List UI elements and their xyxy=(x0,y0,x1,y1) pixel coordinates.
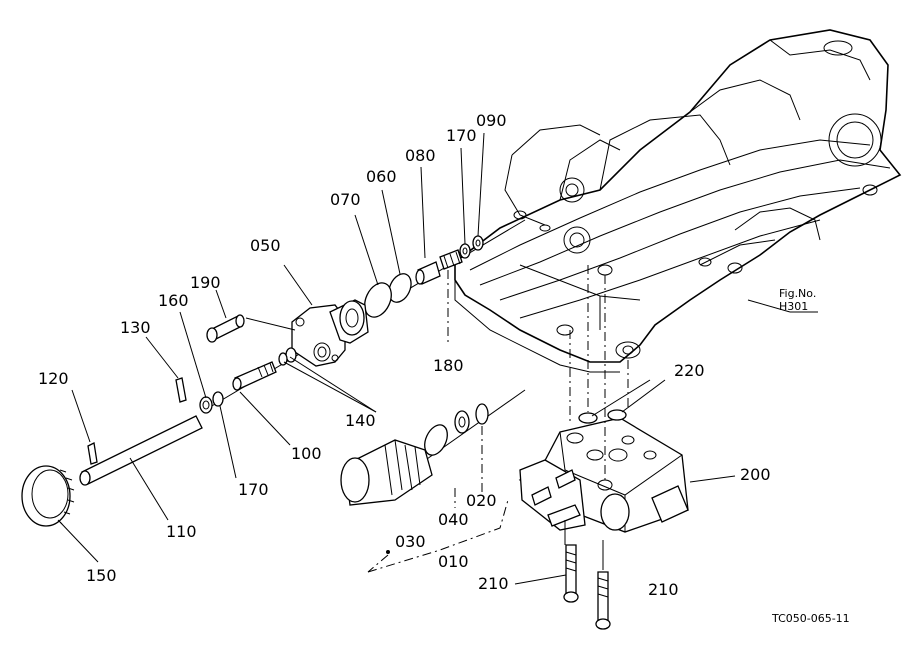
knob-150 xyxy=(21,465,75,527)
label-020: 020 xyxy=(466,491,497,510)
label-100: 100 xyxy=(291,444,322,463)
label-160: 160 xyxy=(158,291,189,310)
valve-spool-100 xyxy=(232,361,277,391)
label-210-b: 210 xyxy=(648,580,679,599)
washer-170-upper xyxy=(459,243,471,259)
cartridge-valve xyxy=(340,439,433,506)
backup-ring-020 xyxy=(475,403,489,425)
fig-ref-line1: Fig.No. xyxy=(779,287,816,300)
label-110: 110 xyxy=(166,522,197,541)
washer-090 xyxy=(472,235,484,251)
figure-reference: Fig.No. H301 xyxy=(779,287,816,313)
group-010-outline xyxy=(367,499,509,573)
plunger-080 xyxy=(415,261,441,285)
o-ring-060 xyxy=(388,273,412,303)
o-ring-030 xyxy=(424,424,448,456)
spring-180 xyxy=(439,249,463,270)
o-ring-070 xyxy=(364,282,392,318)
label-010: 010 xyxy=(438,552,469,571)
label-050: 050 xyxy=(250,236,281,255)
label-140: 140 xyxy=(345,411,376,430)
fig-ref-line2: H301 xyxy=(779,300,808,313)
seal-040 xyxy=(454,410,470,434)
o-ring-220-b xyxy=(607,409,627,421)
label-060: 060 xyxy=(366,167,397,186)
label-180: 180 xyxy=(433,356,464,375)
label-070: 070 xyxy=(330,190,361,209)
label-040: 040 xyxy=(438,510,469,529)
label-130: 130 xyxy=(120,318,151,337)
transmission-housing xyxy=(454,29,902,373)
label-030: 030 xyxy=(395,532,426,551)
part-labels: 190 160 130 120 050 070 060 080 170 090 … xyxy=(38,111,771,599)
shaft-110 xyxy=(79,415,203,486)
washer-160 xyxy=(199,396,213,414)
label-170-upper: 170 xyxy=(446,126,477,145)
label-120: 120 xyxy=(38,369,69,388)
label-210-a: 210 xyxy=(478,574,509,593)
bolt-210-a xyxy=(563,544,579,603)
label-150: 150 xyxy=(86,566,117,585)
washer-170-lower xyxy=(212,391,224,407)
clip-120 xyxy=(87,442,98,465)
leader-lines xyxy=(59,132,818,585)
label-170-lower: 170 xyxy=(238,480,269,499)
label-190: 190 xyxy=(190,273,221,292)
bolt-210-b xyxy=(595,571,611,630)
label-200: 200 xyxy=(740,465,771,484)
valve-body-050 xyxy=(291,299,369,367)
bolt-190 xyxy=(206,314,245,343)
label-080: 080 xyxy=(405,146,436,165)
label-220: 220 xyxy=(674,361,705,380)
drawing-code: TC050-065-11 xyxy=(771,612,850,625)
pin-130 xyxy=(175,377,187,403)
valve-block-200 xyxy=(518,417,689,533)
label-090: 090 xyxy=(476,111,507,130)
